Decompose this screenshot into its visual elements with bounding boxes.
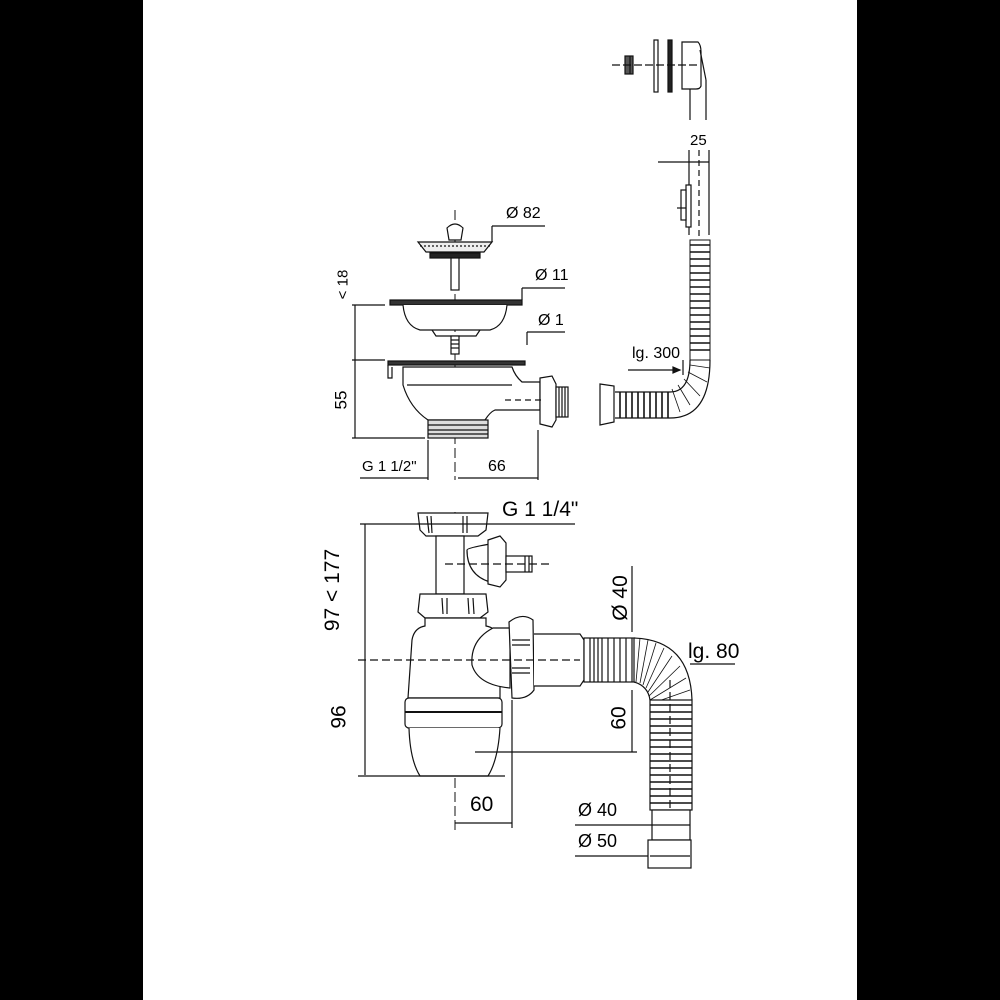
label-thread-g112: G 1 1/2" (362, 458, 417, 475)
strainer-assembly (352, 210, 569, 480)
label-diameter-1: Ø 1 (538, 312, 564, 329)
label-height-97-177: 97 < 177 (321, 548, 345, 632)
label-end-diameter-50: Ø 50 (578, 831, 618, 851)
label-outlet-diameter-40: Ø 40 (608, 575, 632, 621)
label-height-96: 96 (327, 705, 351, 729)
label-offset-66: 66 (488, 458, 506, 475)
hose-ribs (690, 244, 710, 351)
label-height-55: 55 (331, 390, 351, 410)
label-diameter-82: Ø 82 (506, 205, 541, 222)
label-drop-60: 60 (607, 706, 631, 730)
label-height-max-18: < 18 (334, 269, 352, 300)
label-end-diameter-40: Ø 40 (578, 800, 618, 820)
label-offset-60: 60 (470, 793, 494, 816)
label-diameter-11: Ø 11 (535, 267, 569, 284)
label-hose-length-300: lg. 300 (632, 345, 681, 362)
label-width-25: 25 (690, 132, 707, 149)
bottle-trap-assembly (358, 512, 735, 870)
label-thread-g114: G 1 1/4" (502, 498, 579, 521)
overflow-assembly (599, 39, 711, 426)
label-hose-length-80: lg. 80 (688, 640, 740, 663)
drawing-sheet (143, 0, 857, 1000)
